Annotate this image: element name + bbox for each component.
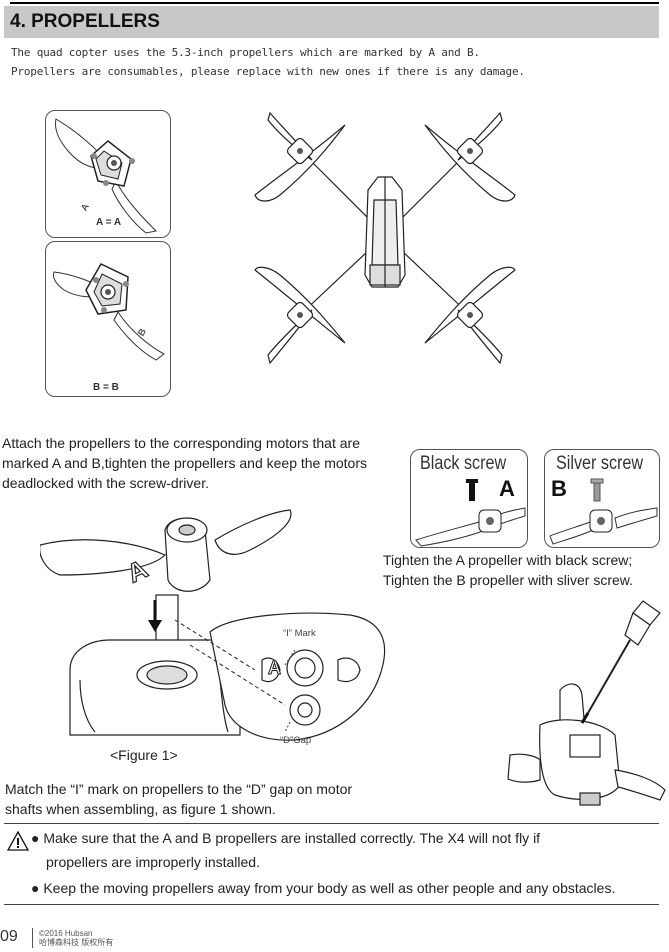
figure1-zoom-letter: A (268, 658, 282, 679)
warning-line-1: ● Make sure that the A and B propellers … (31, 830, 541, 846)
silver-screw-illustration (549, 478, 658, 545)
section-header (4, 6, 659, 38)
propeller-b-panel: B B = B (45, 241, 171, 397)
warning-line-2: ● Keep the moving propellers away from y… (31, 880, 616, 896)
warning-line-1b: propellers are improperly installed. (46, 854, 260, 870)
intro-line-2: Propellers are consumables, please repla… (11, 65, 525, 78)
footer-copyright: ©2016 Hubsan 哈博森科技 版权所有 (39, 929, 113, 947)
black-screw-panel: Black screw A (410, 449, 528, 548)
propeller-b-illustration (53, 263, 165, 361)
silver-screw-letter: B (551, 476, 567, 501)
quadcopter-top-view (254, 111, 516, 365)
propeller-a-illustration (55, 118, 158, 234)
intro-line-1: The quad copter uses the 5.3-inch propel… (11, 46, 480, 59)
black-screw-label: Black screw (420, 453, 507, 474)
warning-icon (7, 831, 29, 851)
i-mark-label: “I” Mark (283, 628, 316, 639)
black-screw-illustration (415, 479, 526, 547)
screwdriver-illustration (507, 600, 666, 806)
footer-separator (32, 928, 33, 948)
top-rule (10, 2, 659, 4)
d-gap-label: “D”Gap (280, 735, 312, 746)
label-a-equals-a: A = A (96, 217, 122, 228)
divider-top (4, 823, 659, 824)
company-text: 哈博森科技 版权所有 (39, 938, 114, 947)
match-instructions: Match the “I” mark on propellers to the … (5, 781, 353, 817)
black-screw-letter: A (499, 476, 515, 501)
divider-bottom (4, 904, 659, 905)
page-title: 4. PROPELLERS (10, 11, 160, 32)
propeller-a-panel: A A = A (45, 110, 171, 238)
silver-screw-label: Silver screw (556, 453, 644, 474)
screw-caption-2: Tighten the B propeller with sliver scre… (383, 572, 634, 588)
screw-caption-1: Tighten the A propeller with black screw… (383, 552, 633, 568)
page-number: 09 (0, 928, 18, 945)
copyright-text: ©2016 Hubsan (39, 929, 93, 938)
figure1-illustration (40, 509, 386, 741)
label-b-equals-b: B = B (93, 382, 119, 393)
silver-screw-panel: Silver screw B (544, 449, 660, 548)
attach-instructions: Attach the propellers to the correspondi… (2, 435, 368, 491)
figure1-caption: <Figure 1> (110, 747, 178, 763)
